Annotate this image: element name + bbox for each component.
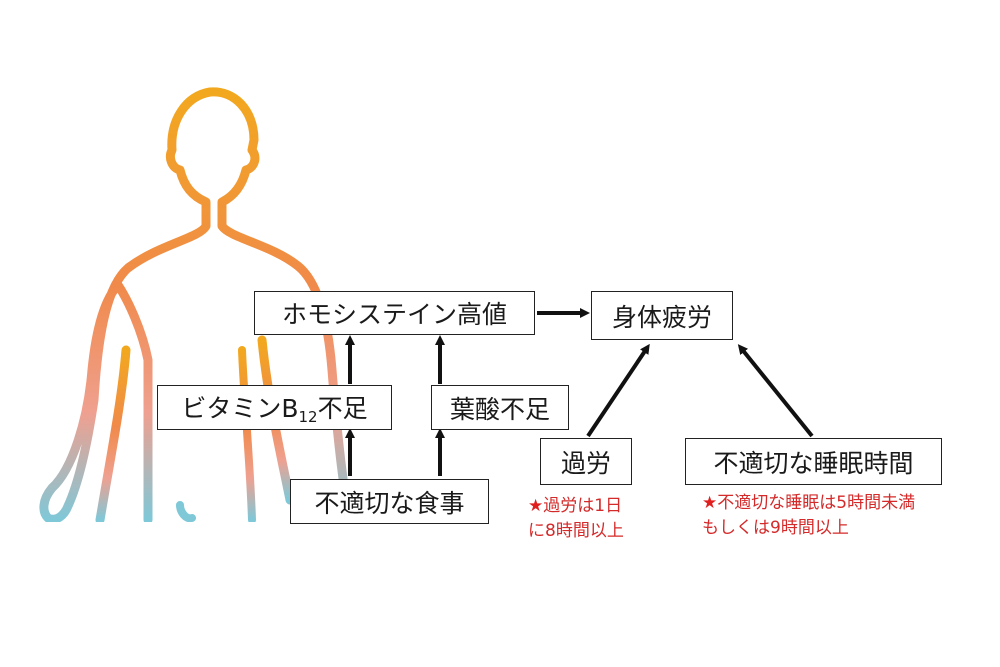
- node-vitamin-b12-label: ビタミンB12不足: [181, 394, 368, 426]
- node-folate: 葉酸不足: [431, 385, 569, 430]
- node-fatigue: 身体疲労: [591, 291, 733, 340]
- star-icon: ★: [528, 496, 544, 516]
- note-overwork: ★過労は1日 に8時間以上: [528, 494, 624, 544]
- note-sleep-line1: 不適切な睡眠は5時間未満: [717, 493, 916, 513]
- arrow-overwork-to-fatigue: [586, 343, 650, 438]
- human-silhouette-icon: [0, 87, 360, 667]
- node-sleep-label: 不適切な睡眠時間: [713, 448, 914, 478]
- note-sleep-line2: もしくは9時間以上: [702, 518, 849, 538]
- node-homocysteine-label: ホモシステイン高値: [281, 300, 507, 329]
- node-overwork: 過労: [540, 438, 632, 485]
- arrow-sleep-to-fatigue: [737, 344, 814, 438]
- node-folate-label: 葉酸不足: [449, 394, 550, 424]
- node-diet: 不適切な食事: [290, 479, 489, 524]
- node-overwork-label: 過労: [560, 448, 611, 478]
- node-sleep: 不適切な睡眠時間: [685, 438, 942, 485]
- note-overwork-line1: 過労は1日: [543, 496, 623, 516]
- node-homocysteine: ホモシステイン高値: [254, 291, 535, 335]
- star-icon: ★: [702, 493, 718, 513]
- node-diet-label: 不適切な食事: [314, 488, 465, 518]
- note-overwork-line2: に8時間以上: [528, 521, 624, 541]
- node-vitamin-b12: ビタミンB12不足: [157, 385, 392, 430]
- note-sleep: ★不適切な睡眠は5時間未満 もしくは9時間以上: [702, 491, 915, 541]
- node-fatigue-label: 身体疲労: [611, 302, 712, 332]
